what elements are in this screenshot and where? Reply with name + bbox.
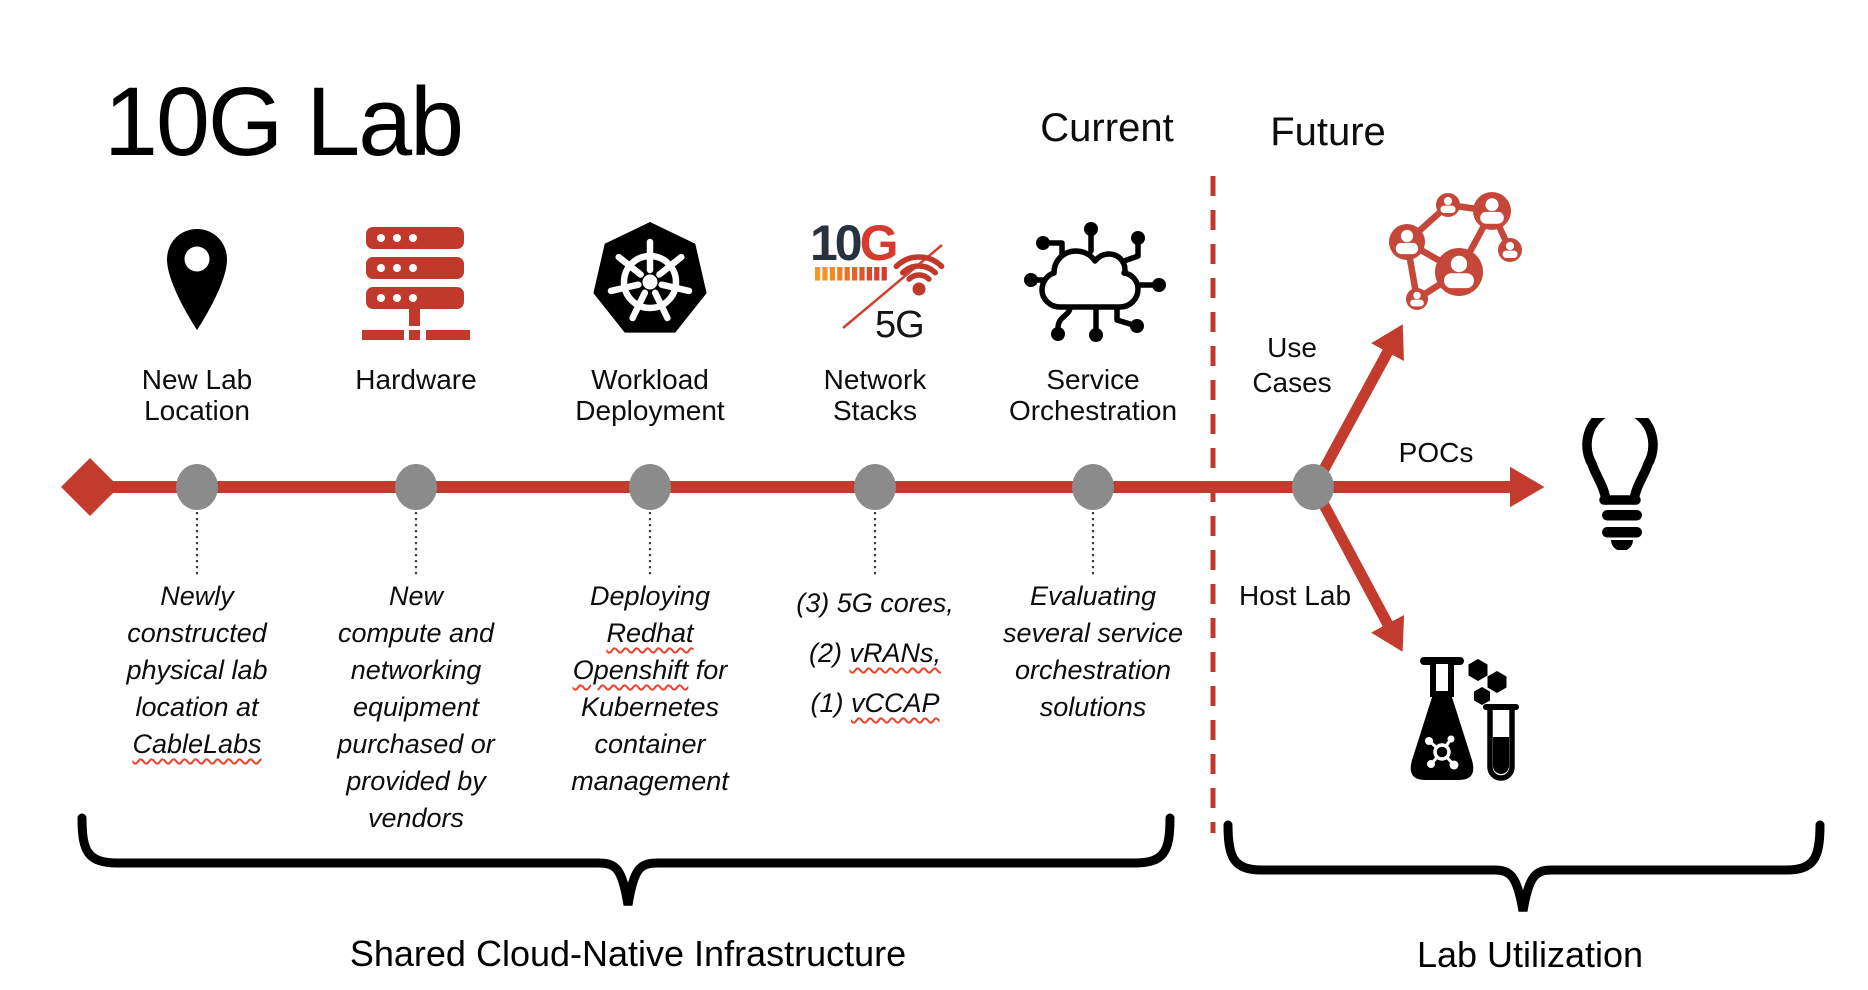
lightbulb-icon: [1582, 418, 1658, 550]
timeline-start-diamond: [61, 458, 119, 516]
milestone-dot: [629, 464, 671, 510]
use-cases-label: Use Cases: [1252, 332, 1332, 398]
milestone-description: Deploying Redhat Openshift for Kubernete…: [571, 581, 729, 796]
pocs-label: POCs: [1398, 437, 1474, 468]
milestone-label: Network Stacks: [823, 364, 927, 426]
phase-label-current: Current: [1040, 106, 1174, 150]
shared-infrastructure-label: Shared Cloud-Native Infrastructure: [349, 933, 907, 974]
milestone-dots: [176, 464, 1334, 510]
page-title: 10G Lab: [104, 67, 464, 176]
milestone-label: Workload Deployment: [575, 364, 725, 426]
10g-5g-logo: 10G 5G: [810, 215, 944, 345]
connected-users-icon: [1389, 192, 1522, 310]
test-tube-glyph: [1483, 704, 1519, 781]
kubernetes-icon: [593, 222, 707, 333]
milestone-description: (3) 5G cores, (2) vRANs, (1) vCCAP: [796, 588, 954, 718]
lab-utilization-brace: [1223, 820, 1825, 912]
host-lab-arrow: [1311, 487, 1405, 652]
milestone-dot: [395, 464, 437, 510]
milestone-label: Service Orchestration: [1008, 364, 1178, 426]
milestone-connectors: [195, 512, 1095, 576]
lab-utilization-label: Lab Utilization: [1416, 934, 1644, 975]
milestone-label: New Lab Location: [141, 364, 253, 426]
milestone-service-orchestration: Service Orchestration Evaluating several…: [963, 200, 1223, 722]
hexagons-glyph: [1468, 659, 1507, 705]
milestone-description: Evaluating several service orchestration…: [1002, 581, 1184, 722]
cloud-network-icon: [1024, 222, 1166, 342]
logo-10g-text: 10G: [810, 215, 896, 271]
milestone-new-lab-location: New Lab Location Newly constructed physi…: [67, 200, 327, 759]
molecule-glyph: [1425, 735, 1459, 770]
location-pin-icon: [167, 229, 227, 330]
milestone-dot: [176, 464, 218, 510]
phase-label-future: Future: [1270, 110, 1386, 154]
milestone-workload-deployment: Workload Deployment Deploying Redhat Ope…: [520, 200, 780, 796]
wifi-icon: [893, 254, 944, 296]
logo-ticks: [814, 267, 887, 281]
milestone-label: Hardware: [355, 364, 477, 395]
milestone-hardware: Hardware New compute and networking equi…: [286, 200, 546, 833]
milestone-dot: [854, 464, 896, 510]
logo-5g-text: 5G: [875, 304, 924, 345]
branch-dot: [1292, 464, 1334, 510]
host-lab-label: Host Lab: [1238, 580, 1352, 611]
lab-flask-icon: [1410, 657, 1519, 781]
milestone-description: New compute and networking equipment pur…: [337, 581, 495, 833]
milestone-network-stacks: 10G 5G: [745, 200, 1005, 718]
milestone-description: Newly constructed physical lab location …: [126, 581, 268, 759]
infrastructure-brace: [77, 813, 1175, 906]
server-rack-icon: [362, 227, 470, 340]
milestone-dot: [1072, 464, 1114, 510]
use-cases-arrow: [1311, 324, 1404, 487]
